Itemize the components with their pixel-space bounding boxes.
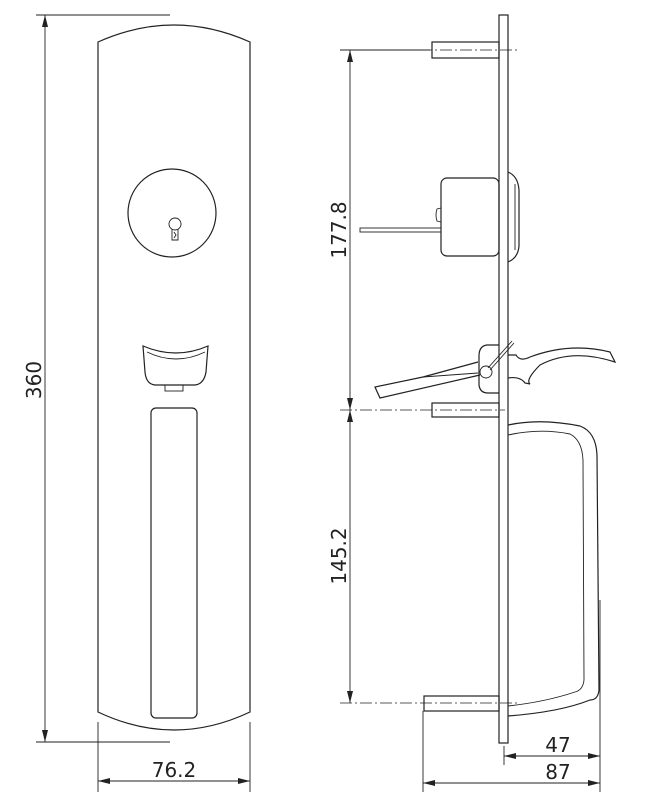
- side-view: 177.8 145.2 47 87: [327, 14, 617, 792]
- dimension-label-360: 360: [22, 361, 46, 399]
- dimension-label-47: 47: [545, 733, 570, 757]
- dimension-label-87: 87: [545, 760, 570, 784]
- side-plate: [498, 14, 509, 744]
- deadbolt-rosette: [507, 171, 520, 263]
- deadbolt-body: [440, 177, 500, 257]
- pull-handle: [507, 421, 600, 717]
- keyhole-icon: [168, 217, 182, 241]
- thumb-piece: [142, 345, 209, 386]
- deadbolt-cylinder: [127, 168, 217, 258]
- front-view: 360 76.2: [22, 14, 251, 792]
- escutcheon-plate: [97, 24, 251, 731]
- dimension-label-177-8: 177.8: [327, 201, 351, 258]
- dimension-label-145-2: 145.2: [327, 527, 351, 584]
- pull-slot: [150, 407, 198, 719]
- lever-handle-inner: [374, 361, 481, 399]
- lever-bracket: [478, 344, 499, 394]
- tailpiece: [359, 227, 442, 233]
- mounting-pin-bottom: [423, 695, 500, 712]
- dimension-label-76-2: 76.2: [152, 758, 197, 782]
- lever-handle: [507, 347, 617, 385]
